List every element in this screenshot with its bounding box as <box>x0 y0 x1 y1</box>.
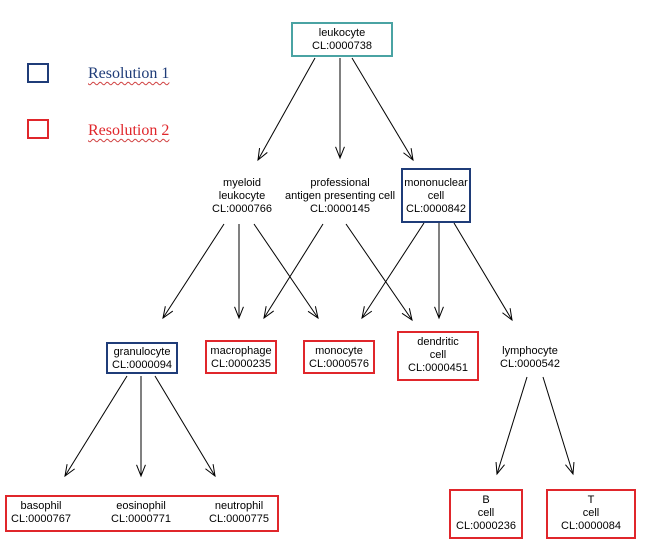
edge-mononuclear-lymphocyte <box>453 222 513 321</box>
node-label: myeloid <box>223 177 261 189</box>
node-label: cell <box>477 507 495 519</box>
node-professional-apc: professional antigen presenting cell CL:… <box>276 177 404 216</box>
node-label: cell <box>582 507 600 519</box>
node-id: CL:0000235 <box>211 358 271 370</box>
node-id: CL:0000576 <box>309 358 369 370</box>
node-t-cell: T cell CL:0000084 <box>546 489 636 539</box>
legend-resolution2-label: Resolution 2 <box>88 122 170 139</box>
node-id: CL:0000738 <box>312 40 372 52</box>
arrowhead-leukocyte-myeloid <box>257 148 268 162</box>
node-id: CL:0000842 <box>406 203 466 215</box>
node-neutrophil: neutrophil CL:0000775 <box>203 500 275 526</box>
arrowhead-mononuclear-lymphocyte <box>502 308 513 322</box>
node-label: T <box>587 494 595 506</box>
node-label: eosinophil <box>116 500 166 512</box>
arrowhead-leukocyte-mononuclear <box>403 148 414 162</box>
node-b-cell: B cell CL:0000236 <box>449 489 523 539</box>
edge-professional-macrophage <box>263 223 324 319</box>
node-mononuclear-cell: mononuclear cell CL:0000842 <box>401 168 471 223</box>
legend-resolution2-swatch <box>27 119 49 139</box>
node-id: CL:0000771 <box>111 513 171 525</box>
legend-resolution1-label: Resolution 1 <box>88 65 170 82</box>
edge-granulocyte-neutrophil <box>154 375 216 477</box>
node-label: leukocyte <box>218 190 266 202</box>
edge-lymphocyte-tcell <box>542 376 574 475</box>
arrowhead-lymphocyte-tcell <box>565 461 575 476</box>
node-id: CL:0000775 <box>209 513 269 525</box>
arrowhead-granulocyte-eosinophil <box>136 464 146 478</box>
node-label: macrophage <box>210 345 272 357</box>
arrowhead-leukocyte-professional <box>335 146 345 160</box>
node-dendritic-cell: dendritic cell CL:0000451 <box>397 331 479 381</box>
edge-professional-dendritic <box>345 223 413 321</box>
node-monocyte: monocyte CL:0000576 <box>303 340 375 374</box>
edge-leukocyte-mononuclear <box>351 57 414 161</box>
node-macrophage: macrophage CL:0000235 <box>205 340 277 374</box>
arrowhead-lymphocyte-bcell <box>495 461 505 476</box>
legend-resolution1-swatch <box>27 63 49 83</box>
node-id: CL:0000542 <box>500 358 560 370</box>
node-label: professional <box>310 177 370 189</box>
node-label: lymphocyte <box>502 345 558 357</box>
node-label: leukocyte <box>318 27 366 39</box>
node-basophil: basophil CL:0000767 <box>5 500 77 526</box>
node-label: neutrophil <box>214 500 264 512</box>
arrowhead-professional-macrophage <box>263 306 274 320</box>
arrowhead-granulocyte-neutrophil <box>205 464 216 478</box>
edge-granulocyte-basophil <box>64 375 128 477</box>
node-label: dendritic <box>417 336 459 348</box>
arrowhead-mononuclear-monocyte <box>361 306 373 320</box>
node-label: basophil <box>20 500 62 512</box>
node-label: cell <box>429 349 447 361</box>
arrowhead-granulocyte-basophil <box>64 464 75 478</box>
arrowhead-myeloid-monocyte <box>307 306 319 320</box>
node-label: B <box>482 494 490 506</box>
edge-leukocyte-myeloid <box>257 57 316 161</box>
edge-myeloid-monocyte <box>253 223 319 319</box>
node-lymphocyte: lymphocyte CL:0000542 <box>494 345 566 371</box>
node-id: CL:0000236 <box>456 520 516 532</box>
arrowhead-professional-dendritic <box>401 308 413 322</box>
node-label: monocyte <box>315 345 363 357</box>
node-id: CL:0000084 <box>561 520 621 532</box>
node-leukocyte: leukocyte CL:0000738 <box>291 22 393 57</box>
node-label: cell <box>427 190 445 202</box>
node-id: CL:0000766 <box>212 203 272 215</box>
node-label: mononuclear <box>404 177 468 189</box>
edge-mononuclear-monocyte <box>361 222 425 319</box>
edge-lymphocyte-bcell <box>496 376 528 475</box>
node-eosinophil: eosinophil CL:0000771 <box>105 500 177 526</box>
edge-myeloid-granulocyte <box>162 223 225 319</box>
group-granulocyte-children <box>5 495 279 532</box>
node-myeloid-leukocyte: myeloid leukocyte CL:0000766 <box>196 177 288 216</box>
arrowhead-myeloid-granulocyte <box>162 306 174 320</box>
arrowhead-myeloid-macrophage <box>234 306 244 320</box>
node-label: antigen presenting cell <box>284 190 396 202</box>
node-id: CL:0000767 <box>11 513 71 525</box>
arrowhead-mononuclear-dendritic <box>434 306 444 320</box>
node-granulocyte: granulocyte CL:0000094 <box>106 342 178 374</box>
node-id: CL:0000145 <box>310 203 370 215</box>
node-id: CL:0000094 <box>112 359 172 371</box>
node-id: CL:0000451 <box>408 362 468 374</box>
node-label: granulocyte <box>113 346 171 358</box>
